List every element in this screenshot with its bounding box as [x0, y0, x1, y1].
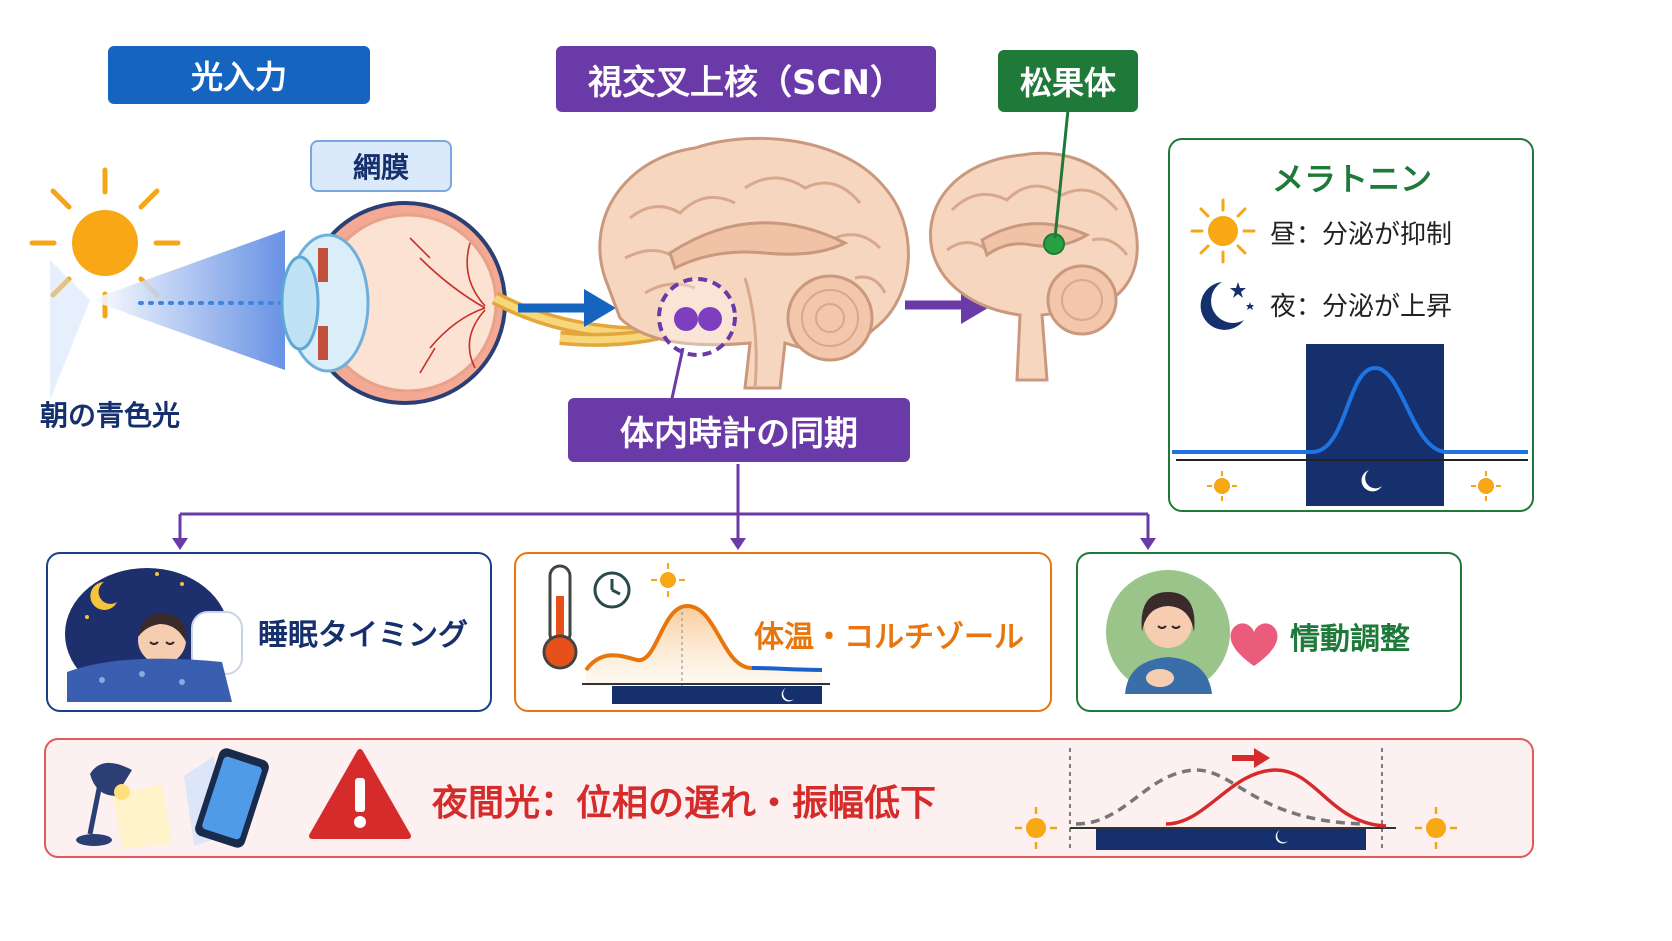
- calm-person-illustration: [1106, 570, 1230, 694]
- moon-icon: [90, 582, 117, 610]
- retina-label: 網膜: [310, 140, 452, 192]
- warning-icon: [309, 749, 411, 839]
- scn-highlight: [657, 277, 737, 357]
- pineal-label: 松果体: [998, 50, 1138, 112]
- moon-icon: [1200, 282, 1254, 330]
- melatonin-curve-chart: [1172, 344, 1528, 506]
- melatonin-title: メラトニン: [1272, 160, 1433, 198]
- sleeping-person-illustration: [65, 568, 243, 702]
- sun-icon: [1207, 471, 1237, 501]
- melatonin-night-text: 夜：分泌が上昇: [1270, 292, 1453, 322]
- clock-sync-label: 体内時計の同期: [568, 398, 910, 462]
- light-input-label: 光入力: [108, 46, 370, 104]
- pineal-connector: [1053, 109, 1070, 239]
- lamp-icon: [76, 762, 172, 849]
- sun-icon: [1471, 471, 1501, 501]
- sun-icon: [651, 563, 685, 597]
- scn-label: 視交叉上核（SCN）: [556, 46, 936, 112]
- temp-cortisol-label: 体温・コルチゾール: [754, 620, 1024, 655]
- temp-curve-chart: [582, 603, 830, 704]
- arrow-eye-to-scn: [518, 289, 616, 327]
- phase-delay-chart: [1069, 748, 1396, 850]
- emotion-label: 情動調整: [1290, 622, 1410, 657]
- smartphone-icon: [184, 748, 269, 848]
- melatonin-day-text: 昼：分泌が抑制: [1270, 220, 1453, 250]
- scn-connector: [669, 347, 685, 404]
- sun-icon: [1015, 807, 1057, 849]
- branch-connector: [172, 464, 1156, 550]
- sun-icon: [1415, 807, 1457, 849]
- heart-icon: [1230, 623, 1278, 666]
- clock-icon: [593, 571, 631, 609]
- sleep-timing-label: 睡眠タイミング: [258, 618, 468, 653]
- morning-blue-light-label: 朝の青色光: [40, 399, 181, 432]
- brain-sagittal-icon: [929, 151, 1139, 382]
- thermometer-icon: [542, 564, 578, 670]
- night-light-warning-text: 夜間光：位相の遅れ・振幅低下: [432, 783, 937, 824]
- brain-icon: [598, 136, 910, 390]
- sun-icon: [1190, 198, 1256, 264]
- light-beam: [50, 230, 502, 400]
